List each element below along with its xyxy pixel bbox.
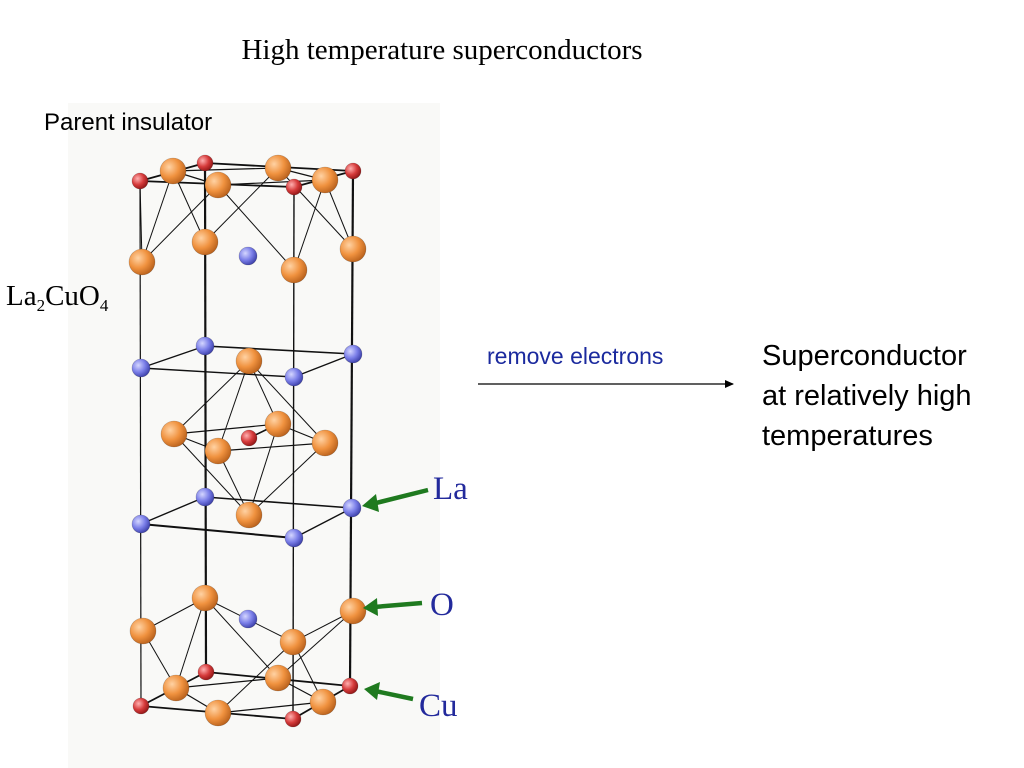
bond-line [217, 179, 326, 186]
result-line-3: temperatures [762, 420, 933, 452]
bond-line [140, 345, 206, 369]
o-pointer-arrow [363, 598, 423, 616]
la-atom [311, 429, 339, 457]
slide-title: High temperature superconductors [241, 34, 643, 66]
bond-line [248, 442, 326, 516]
o-atom [195, 487, 215, 507]
bond-line [140, 367, 295, 378]
bond-line [139, 180, 143, 263]
bond-line [217, 184, 295, 271]
o-atom [238, 246, 258, 266]
result-line-2: at relatively high [762, 380, 972, 412]
la-atom [191, 584, 219, 612]
bond-line [293, 353, 354, 378]
o-atom [195, 336, 215, 356]
bond-line [204, 167, 279, 243]
cu-atom [240, 429, 258, 447]
bond-line [248, 423, 279, 516]
la-atom [128, 248, 156, 276]
o-atom [284, 528, 304, 548]
bond-line [204, 345, 354, 355]
remove-electrons-label: remove electrons [487, 343, 664, 369]
cu-atom [285, 178, 303, 196]
la-atom [204, 437, 232, 465]
cu-atom [196, 154, 214, 172]
la-atom [191, 228, 219, 256]
bond-line [293, 507, 353, 539]
la-atom [280, 256, 308, 284]
la-atom [264, 154, 292, 182]
o-atom [131, 358, 151, 378]
bond-line [204, 496, 353, 509]
la-atom [264, 410, 292, 438]
atoms [128, 154, 367, 728]
superconductor-result-text: Superconductor at relatively high temper… [762, 336, 972, 456]
formula-cuo: CuO [45, 280, 100, 312]
la-atom [311, 166, 339, 194]
bond-line [172, 167, 279, 172]
cu-atom [284, 710, 302, 728]
element-label-o: O [430, 587, 454, 623]
la-atom [339, 235, 367, 263]
la-pointer-arrow [362, 487, 429, 512]
formula-o-subscript: 4 [99, 296, 109, 315]
la-atom [264, 664, 292, 692]
bond-line [204, 597, 279, 679]
bond-line [140, 523, 295, 539]
bond-line [248, 360, 326, 444]
bond-line [173, 360, 250, 435]
element-label-cu: Cu [419, 688, 458, 724]
la-atom [309, 688, 337, 716]
la-atom [159, 157, 187, 185]
cu-atom [132, 697, 150, 715]
la-atom [162, 674, 190, 702]
bond-line [173, 433, 250, 516]
bond-line [173, 423, 279, 435]
la-atom [235, 501, 263, 529]
la-atom [339, 597, 367, 625]
cu-atom [344, 162, 362, 180]
chemical-formula: La2CuO4 [6, 280, 109, 315]
o-atom [284, 367, 304, 387]
bond-line [277, 610, 354, 679]
la-atom [204, 699, 232, 727]
cu-atom [197, 663, 215, 681]
bond-line [175, 597, 206, 689]
o-atom [131, 514, 151, 534]
cu-pointer-arrow [364, 682, 414, 702]
bond-line [217, 701, 324, 714]
bond-line [141, 184, 219, 263]
bond-line [293, 179, 326, 271]
formula-la-subscript: 2 [36, 296, 46, 315]
cu-atom [341, 677, 359, 695]
la-atom [204, 171, 232, 199]
parent-insulator-label: Parent insulator [44, 109, 213, 136]
bond-line [217, 442, 326, 452]
bond-line [140, 496, 206, 525]
cu-atom [131, 172, 149, 190]
la-atom [235, 347, 263, 375]
result-line-1: Superconductor [762, 340, 967, 372]
la-atom [160, 420, 188, 448]
element-label-la: La [433, 471, 468, 507]
bond-line [141, 170, 174, 263]
la-atom [279, 628, 307, 656]
bond-line [217, 360, 250, 452]
o-atom [343, 344, 363, 364]
la-atom [129, 617, 157, 645]
o-atom [238, 609, 258, 629]
o-atom [342, 498, 362, 518]
formula-la: La [6, 280, 37, 312]
bond-line [175, 677, 279, 689]
